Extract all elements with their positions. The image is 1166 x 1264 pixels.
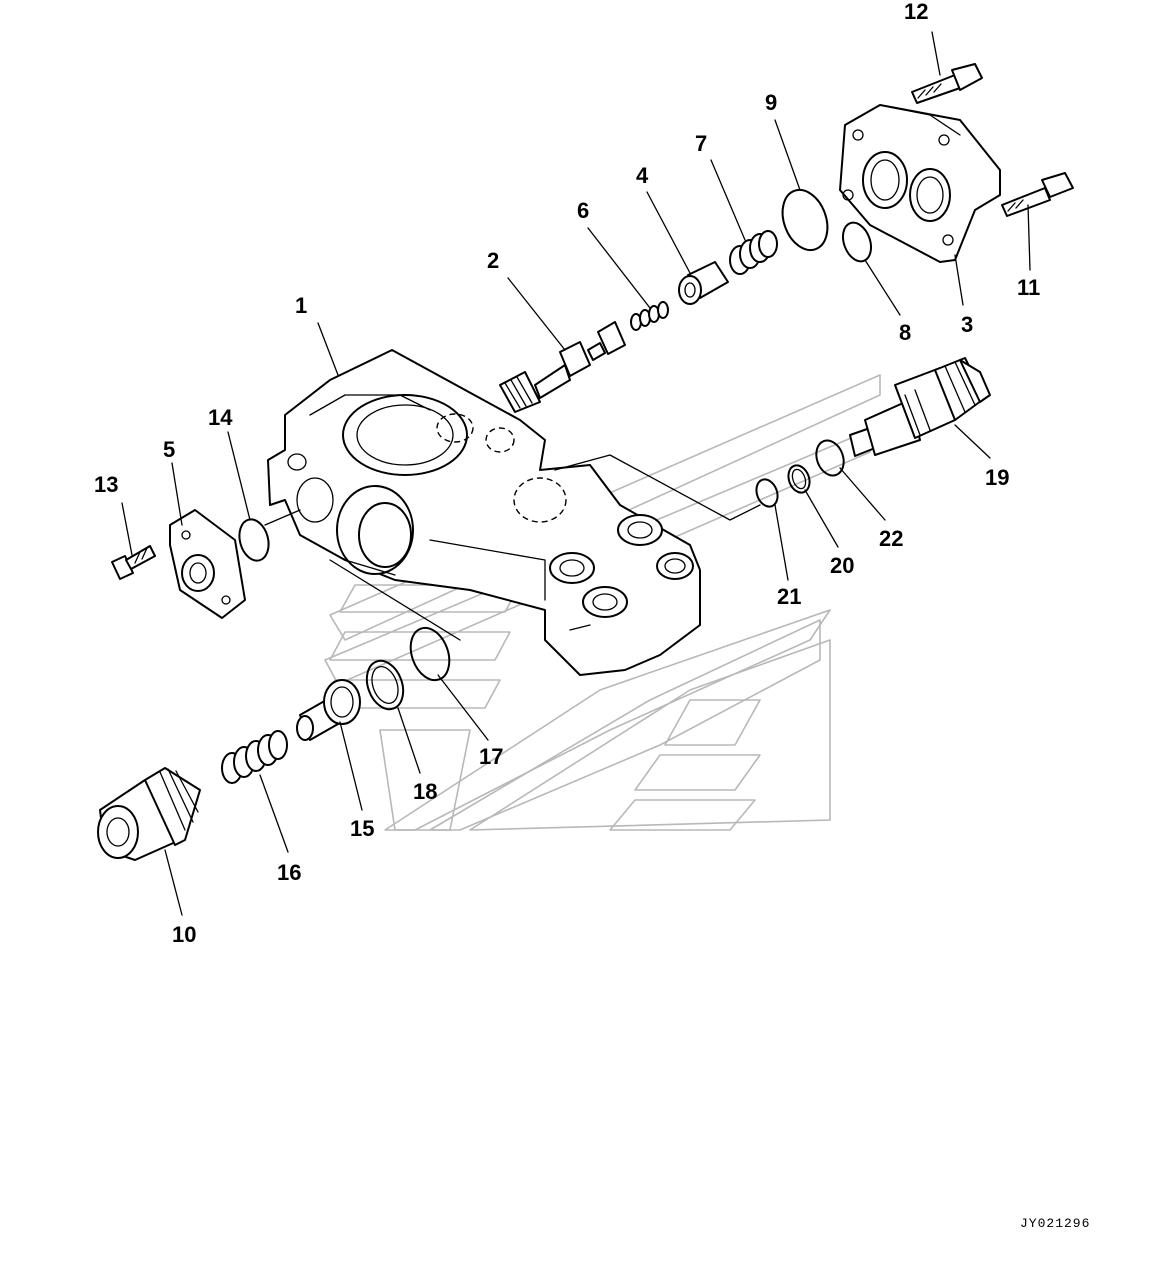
- callout-10: 10: [172, 922, 196, 947]
- o-ring-part-22: [815, 439, 845, 477]
- bolt-part-13: [111, 545, 156, 580]
- callout-2: 2: [487, 248, 499, 273]
- callout-20: 20: [830, 553, 854, 578]
- guide-line-19-21: [554, 454, 761, 521]
- o-ring-part-8: [841, 221, 873, 263]
- callout-11: 11: [1017, 275, 1040, 300]
- spring-part-7: [729, 230, 778, 275]
- callout-4: 4: [636, 163, 649, 188]
- callout-13: 13: [94, 472, 118, 497]
- callout-8: 8: [899, 320, 911, 345]
- plug-part-10: [97, 767, 201, 861]
- poppet-part-15: [296, 679, 361, 741]
- callout-19: 19: [985, 465, 1009, 490]
- o-ring-part-17: [409, 626, 451, 682]
- watermark-logo: [319, 374, 881, 831]
- cover-part-3: [839, 104, 1001, 263]
- flange-part-5: [169, 509, 246, 619]
- callout-labels: 1 2 3 4 5 6 7 8 9 10 11 12 13 14 15 16 1…: [94, 0, 1040, 947]
- callout-16: 16: [277, 860, 301, 885]
- bolt-part-11: [1001, 172, 1074, 217]
- spring-part-16: [221, 730, 288, 784]
- callout-1: 1: [295, 293, 307, 318]
- callout-21: 21: [777, 584, 801, 609]
- valve-body-part-1: [267, 349, 701, 676]
- leader-lines: [121, 31, 1031, 916]
- spool-part-2: [499, 321, 626, 413]
- callout-5: 5: [163, 437, 175, 462]
- backup-ring-part-20: [787, 464, 811, 494]
- callout-14: 14: [208, 405, 233, 430]
- relief-valve-part-19: [849, 357, 991, 457]
- backup-ring-part-20-inner: [791, 468, 807, 490]
- callout-3: 3: [961, 312, 973, 337]
- o-ring-part-21: [755, 478, 779, 508]
- drawing-code: JY021296: [1020, 1216, 1090, 1231]
- callout-15: 15: [350, 816, 374, 841]
- sleeve-part-4: [678, 261, 729, 305]
- backup-ring-part-18-inner: [371, 666, 399, 704]
- guide-line-17: [329, 559, 461, 641]
- o-ring-part-9: [781, 188, 829, 252]
- callout-7: 7: [695, 131, 707, 156]
- o-ring-part-14: [238, 518, 270, 562]
- guide-line-14: [264, 509, 301, 526]
- small-spring-part-6: [630, 301, 669, 331]
- backup-ring-part-18: [365, 659, 405, 711]
- bolt-part-12: [911, 63, 983, 104]
- callout-18: 18: [413, 779, 437, 804]
- callout-22: 22: [879, 526, 903, 551]
- callout-6: 6: [577, 198, 589, 223]
- callout-12: 12: [904, 0, 928, 24]
- callout-17: 17: [479, 744, 503, 769]
- callout-9: 9: [765, 90, 777, 115]
